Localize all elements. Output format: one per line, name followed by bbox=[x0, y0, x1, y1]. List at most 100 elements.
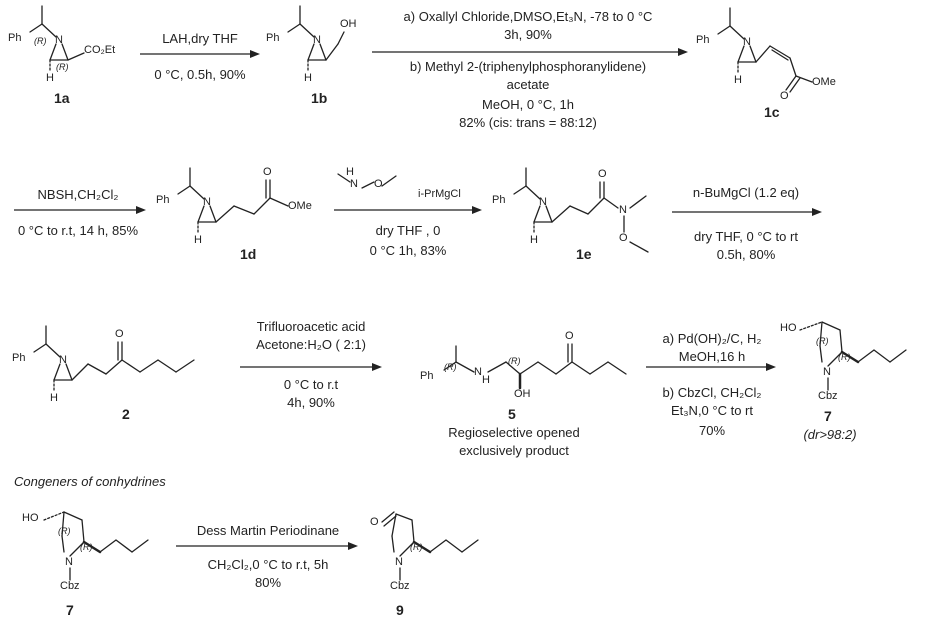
structure-weinreb-amine bbox=[337, 173, 397, 189]
step2-line5: MeOH, 0 °C, 1h bbox=[482, 97, 574, 112]
methoxy-oxygen-label: O bbox=[619, 232, 628, 244]
stereo-descriptor: (R) bbox=[58, 526, 71, 536]
step5-reagent: n-BuMgCl (1.2 eq) bbox=[692, 185, 800, 200]
step2-line6: 82% (cis: trans = 88:12) bbox=[459, 115, 597, 130]
nitrogen-label: N bbox=[395, 556, 403, 568]
compound-number-1e: 1e bbox=[576, 246, 592, 262]
carbonyl-oxygen-label: O bbox=[598, 168, 607, 180]
step5-yield: 0.5h, 80% bbox=[716, 247, 776, 262]
step6-line1: Trifluoroacetic acid bbox=[256, 319, 366, 334]
step3-conditions: 0 °C to r.t, 14 h, 85% bbox=[17, 223, 139, 238]
structure-9 bbox=[381, 511, 479, 581]
carbonyl-oxygen-label: O bbox=[565, 330, 574, 342]
nitrogen-label: N bbox=[743, 36, 751, 48]
amine-nitrogen-label: N bbox=[350, 178, 358, 190]
step7-line3: b) CbzCl, CH₂Cl₂ bbox=[662, 385, 762, 400]
step6-line3: 0 °C to r.t bbox=[283, 377, 339, 392]
compound-number-7b: 7 bbox=[66, 602, 74, 618]
structure-1b bbox=[287, 5, 345, 73]
structure-7b bbox=[43, 511, 149, 581]
hydroxyl-label: OH bbox=[514, 388, 531, 400]
step6-line4: 4h, 90% bbox=[287, 395, 335, 410]
section-title: Congeners of conhydrines bbox=[14, 474, 166, 489]
phenyl-label: Ph bbox=[266, 32, 280, 44]
step2-line4: acetate bbox=[506, 77, 550, 92]
nitrogen-label: N bbox=[65, 556, 73, 568]
compound-number-1a: 1a bbox=[54, 90, 70, 106]
diastereomeric-ratio: (dr>98:2) bbox=[803, 427, 857, 442]
stereo-descriptor: (R) bbox=[444, 362, 457, 372]
compound-number-1b: 1b bbox=[311, 90, 328, 106]
step8-yield: 80% bbox=[254, 575, 282, 590]
compound-number-5: 5 bbox=[508, 406, 516, 422]
structure-1a bbox=[29, 5, 85, 73]
cbz-group-label: Cbz bbox=[60, 580, 80, 592]
stereo-descriptor: (R) bbox=[56, 62, 69, 72]
compound-number-2: 2 bbox=[122, 406, 130, 422]
compound-number-9: 9 bbox=[396, 602, 404, 618]
methoxy-label: OMe bbox=[288, 200, 312, 212]
methoxy-oxygen-label: O bbox=[374, 178, 383, 190]
structure-5 bbox=[443, 343, 627, 390]
cbz-group-label: Cbz bbox=[390, 580, 410, 592]
structure-2 bbox=[33, 325, 195, 393]
ketone-oxygen-label: O bbox=[370, 516, 379, 528]
phenyl-label: Ph bbox=[12, 352, 26, 364]
stereo-descriptor: (R) bbox=[838, 352, 851, 362]
hydrogen-label: H bbox=[530, 234, 538, 246]
compound-number-7: 7 bbox=[824, 408, 832, 424]
nitrogen-label: N bbox=[55, 34, 63, 46]
amine-hydrogen-label: H bbox=[346, 166, 354, 178]
compound-number-1d: 1d bbox=[240, 246, 257, 262]
hydroxyl-label: HO bbox=[22, 512, 39, 524]
grignard-reagent-label: i-PrMgCl bbox=[418, 188, 461, 200]
step3-reagents: NBSH,CH₂Cl₂ bbox=[37, 187, 119, 202]
carbonyl-oxygen-label: O bbox=[115, 328, 124, 340]
step7-line2: MeOH,16 h bbox=[678, 349, 746, 364]
nitrogen-label: N bbox=[539, 196, 547, 208]
hydroxyl-label: OH bbox=[340, 18, 357, 30]
hydrogen-label: H bbox=[46, 72, 54, 84]
phenyl-label: Ph bbox=[420, 370, 434, 382]
nitrogen-label: N bbox=[313, 34, 321, 46]
amide-nitrogen-label: N bbox=[619, 204, 627, 216]
stereo-descriptor: (R) bbox=[34, 36, 47, 46]
cbz-group-label: Cbz bbox=[818, 390, 838, 402]
reaction-arrow-2 bbox=[372, 48, 688, 56]
nitrogen-label: N bbox=[823, 366, 831, 378]
step4-line2: 0 °C 1h, 83% bbox=[369, 243, 447, 258]
reaction-arrow-4 bbox=[334, 206, 482, 214]
structure-1d bbox=[177, 167, 289, 235]
compound-number-1c: 1c bbox=[764, 104, 780, 120]
hydrogen-label: H bbox=[734, 74, 742, 86]
step7-line5: 70% bbox=[698, 423, 726, 438]
hydrogen-label: H bbox=[194, 234, 202, 246]
reaction-arrow-5 bbox=[672, 208, 822, 216]
nitrogen-label: N bbox=[203, 196, 211, 208]
phenyl-label: Ph bbox=[156, 194, 170, 206]
structure-7 bbox=[799, 321, 907, 391]
product-note-line1: Regioselective opened bbox=[448, 425, 580, 440]
step4-line1: dry THF , 0 bbox=[375, 223, 441, 238]
reaction-arrow-7 bbox=[646, 363, 776, 371]
carbonyl-oxygen-label: O bbox=[263, 166, 272, 178]
step2-line2: 3h, 90% bbox=[504, 27, 552, 42]
hydrogen-label: H bbox=[304, 72, 312, 84]
step5-conditions: dry THF, 0 °C to rt bbox=[694, 229, 798, 244]
reaction-arrow-3 bbox=[14, 206, 146, 214]
hydroxyl-label: HO bbox=[780, 322, 797, 334]
structure-1c bbox=[717, 7, 813, 93]
step8-conditions: CH₂Cl₂,0 °C to r.t, 5h bbox=[207, 557, 329, 572]
phenyl-label: Ph bbox=[492, 194, 506, 206]
stereo-descriptor: (R) bbox=[80, 542, 93, 552]
phenyl-label: Ph bbox=[696, 34, 710, 46]
step6-line2: Acetone:H₂O ( 2:1) bbox=[256, 337, 366, 352]
structure-1e bbox=[513, 167, 649, 253]
reaction-arrow-8 bbox=[176, 542, 358, 550]
amine-hydrogen-label: H bbox=[482, 374, 490, 386]
reaction-arrow-1 bbox=[140, 50, 260, 58]
step2-line3: b) Methyl 2-(triphenylphosphoranylidene) bbox=[409, 59, 647, 74]
phenyl-label: Ph bbox=[8, 32, 22, 44]
carbonyl-oxygen-label: O bbox=[780, 90, 789, 102]
